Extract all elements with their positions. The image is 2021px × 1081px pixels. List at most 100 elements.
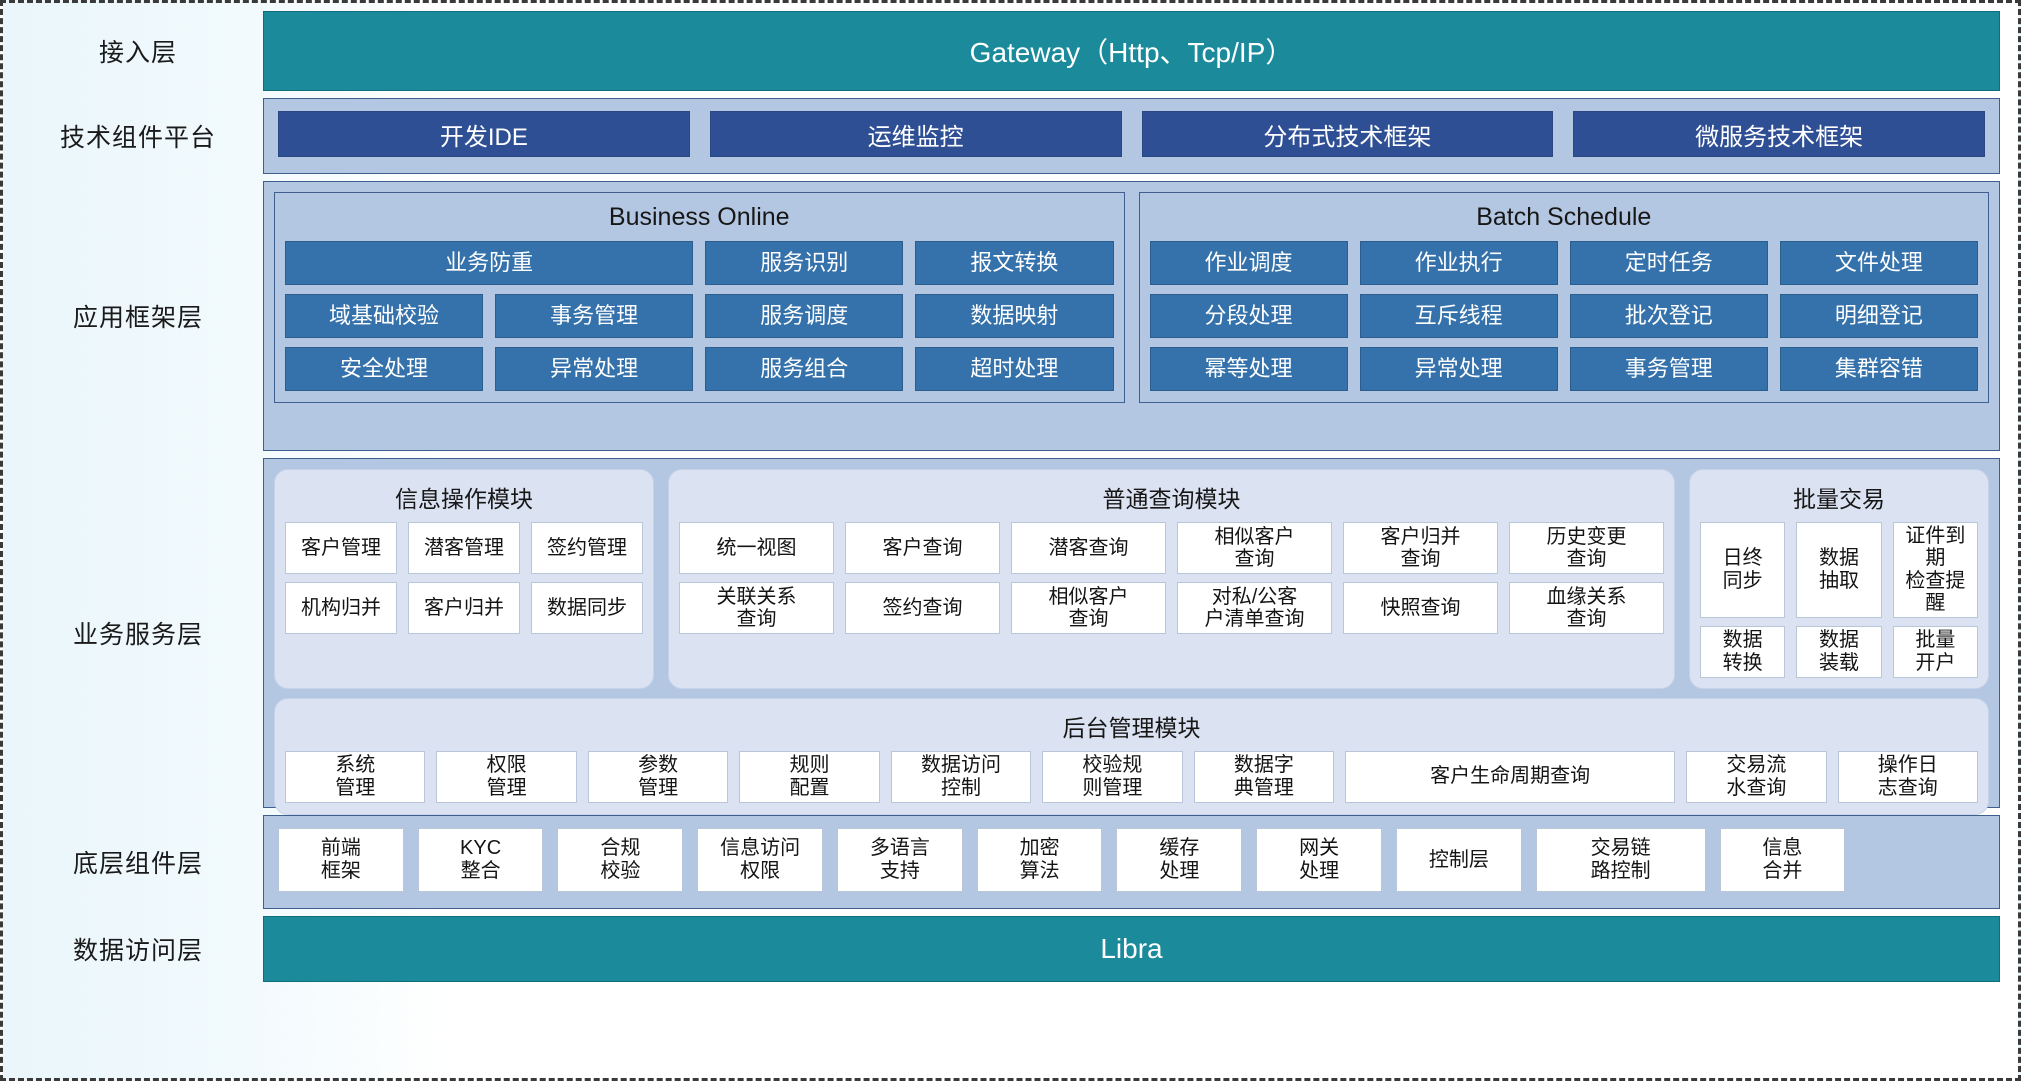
cell-similar-customer-query[interactable]: 相似客户查询 xyxy=(1177,522,1332,574)
cell-rule-configuration[interactable]: 规则配置 xyxy=(739,750,880,803)
cell-business-dedup[interactable]: 业务防重 xyxy=(285,241,694,285)
cell-data-extract[interactable]: 数据抽取 xyxy=(1796,522,1882,618)
cell-contract-management[interactable]: 签约管理 xyxy=(531,522,643,574)
cell-data-mapping[interactable]: 数据映射 xyxy=(915,294,1114,338)
cell-detail-register[interactable]: 明细登记 xyxy=(1779,294,1978,338)
batch-schedule-grid: 作业调度 作业执行 定时任务 文件处理 分段处理 互斥线程 批次登记 明细登记 … xyxy=(1149,241,1978,391)
cell-private-public-customer-list-query[interactable]: 对私/公客户清单查询 xyxy=(1177,582,1332,634)
cell-mutex-thread[interactable]: 互斥线程 xyxy=(1359,294,1558,338)
group-business-online: Business Online 业务防重 服务识别 报文转换 域基础校验 事务管… xyxy=(274,192,1125,403)
cell-compliance-validation[interactable]: 合规校验 xyxy=(557,828,684,892)
cell-cache-processing[interactable]: 缓存处理 xyxy=(1116,828,1243,892)
cell-timed-task[interactable]: 定时任务 xyxy=(1569,241,1768,285)
cell-prospect-query[interactable]: 潜客查询 xyxy=(1011,522,1166,574)
layer-label-tech-platform: 技术组件平台 xyxy=(59,124,216,152)
cell-unified-view[interactable]: 统一视图 xyxy=(679,522,834,574)
tech-tile-distributed-framework[interactable]: 分布式技术框架 xyxy=(1141,111,1554,157)
cell-validation-rule-management[interactable]: 校验规则管理 xyxy=(1042,750,1183,803)
cell-operation-log-query[interactable]: 操作日志查询 xyxy=(1837,750,1978,803)
tech-platform-panel: 开发IDE 运维监控 分布式技术框架 微服务技术框架 xyxy=(263,98,2000,174)
cell-data-dictionary-management[interactable]: 数据字典管理 xyxy=(1193,750,1335,803)
cell-lineage-relation-query[interactable]: 血缘关系查询 xyxy=(1509,582,1664,634)
cell-gateway-processing[interactable]: 网关处理 xyxy=(1256,828,1382,892)
cell-service-identify[interactable]: 服务识别 xyxy=(705,241,904,285)
cell-cluster-fault-tolerance[interactable]: 集群容错 xyxy=(1779,347,1978,391)
cell-frontend-framework[interactable]: 前端框架 xyxy=(278,828,404,892)
module-info-operations: 信息操作模块 客户管理 潜客管理 签约管理 机构归并 客户归并 数据同步 xyxy=(274,469,654,689)
module-title-batch-transaction: 批量交易 xyxy=(1793,486,1885,512)
cell-exception-process[interactable]: 异常处理 xyxy=(495,347,694,391)
cell-info-merge[interactable]: 信息合并 xyxy=(1719,828,1846,892)
cell-org-merge[interactable]: 机构归并 xyxy=(285,582,397,634)
cell-service-dispatch[interactable]: 服务调度 xyxy=(705,294,904,338)
cell-info-access-permission[interactable]: 信息访问权限 xyxy=(697,828,823,892)
cell-timeout-process[interactable]: 超时处理 xyxy=(915,347,1114,391)
libra-bar: Libra xyxy=(263,916,2000,982)
batch-transaction-grid: 日终同步 数据抽取 证件到期检查提醒 数据转换 数据装载 批量开户 xyxy=(1700,522,1978,678)
gateway-bar: Gateway（Http、Tcp/IP） xyxy=(263,11,2000,91)
cell-transaction-flow-query[interactable]: 交易流水查询 xyxy=(1686,750,1827,803)
cell-service-composition[interactable]: 服务组合 xyxy=(705,347,904,391)
cell-message-transform[interactable]: 报文转换 xyxy=(915,241,1114,285)
module-title-backend-management: 后台管理模块 xyxy=(1062,714,1201,741)
module-title-common-query: 普通查询模块 xyxy=(1102,486,1241,512)
cell-data-transform[interactable]: 数据转换 xyxy=(1700,625,1786,678)
layer-row-access: 接入层 Gateway（Http、Tcp/IP） xyxy=(13,11,2000,91)
cell-customer-query[interactable]: 客户查询 xyxy=(845,522,1000,574)
layer-row-data-access: 数据访问层 Libra xyxy=(13,916,2000,982)
cell-history-change-query[interactable]: 历史变更查询 xyxy=(1509,522,1664,574)
cell-transaction-management[interactable]: 事务管理 xyxy=(495,294,694,338)
cell-data-access-control[interactable]: 数据访问控制 xyxy=(890,750,1032,803)
cell-domain-basic-validate[interactable]: 域基础校验 xyxy=(285,294,484,338)
cell-file-process[interactable]: 文件处理 xyxy=(1779,241,1978,285)
app-framework-panel: Business Online 业务防重 服务识别 报文转换 域基础校验 事务管… xyxy=(263,181,2000,451)
layer-label-component: 底层组件层 xyxy=(72,850,203,878)
layer-label-data-access: 数据访问层 xyxy=(72,937,203,965)
cell-similar-customer-query-2[interactable]: 相似客户查询 xyxy=(1011,582,1166,634)
layer-label-app-framework: 应用框架层 xyxy=(72,304,203,332)
cell-permission-management[interactable]: 权限管理 xyxy=(436,750,577,803)
cell-customer-merge[interactable]: 客户归并 xyxy=(408,582,520,634)
module-backend-management: 后台管理模块 系统管理 权限管理 参数管理 规则配置 数据访问控制 校验规则管理… xyxy=(274,697,1989,815)
cell-segment-process[interactable]: 分段处理 xyxy=(1149,294,1348,338)
cell-customer-lifecycle-query[interactable]: 客户生命周期查询 xyxy=(1345,750,1676,803)
cell-data-load[interactable]: 数据装载 xyxy=(1796,625,1882,678)
cell-job-execute[interactable]: 作业执行 xyxy=(1359,241,1558,285)
cell-customer-management[interactable]: 客户管理 xyxy=(285,522,397,574)
tech-tile-ide[interactable]: 开发IDE xyxy=(278,111,690,157)
cell-transaction-chain-control[interactable]: 交易链路控制 xyxy=(1535,828,1706,892)
cell-job-schedule[interactable]: 作业调度 xyxy=(1149,241,1348,285)
info-operations-grid: 客户管理 潜客管理 签约管理 机构归并 客户归并 数据同步 xyxy=(285,522,643,634)
module-batch-transaction: 批量交易 日终同步 数据抽取 证件到期检查提醒 数据转换 数据装载 批量开户 xyxy=(1689,469,1989,689)
module-common-query: 普通查询模块 统一视图 客户查询 潜客查询 相似客户查询 客户归并查询 历史变更… xyxy=(668,469,1675,689)
cell-eod-sync[interactable]: 日终同步 xyxy=(1700,522,1786,618)
cell-data-sync[interactable]: 数据同步 xyxy=(531,582,643,634)
cell-encryption-algorithm[interactable]: 加密算法 xyxy=(976,828,1103,892)
cell-batch-exception-process[interactable]: 异常处理 xyxy=(1359,347,1558,391)
cell-multilanguage-support[interactable]: 多语言支持 xyxy=(836,828,963,892)
module-title-info-operations: 信息操作模块 xyxy=(395,486,533,512)
cell-contract-query[interactable]: 签约查询 xyxy=(845,582,1000,634)
cell-control-layer[interactable]: 控制层 xyxy=(1395,828,1522,892)
cell-security-process[interactable]: 安全处理 xyxy=(285,347,484,391)
cell-customer-merge-query[interactable]: 客户归并查询 xyxy=(1343,522,1498,574)
tech-tile-ops-monitor[interactable]: 运维监控 xyxy=(709,111,1122,157)
cell-parameter-management[interactable]: 参数管理 xyxy=(587,750,729,803)
group-title-business-online: Business Online xyxy=(608,203,790,231)
cell-idempotent-process[interactable]: 幂等处理 xyxy=(1149,347,1348,391)
business-online-grid: 业务防重 服务识别 报文转换 域基础校验 事务管理 服务调度 数据映射 安全处理… xyxy=(285,241,1114,391)
cell-snapshot-query[interactable]: 快照查询 xyxy=(1343,582,1498,634)
cell-prospect-management[interactable]: 潜客管理 xyxy=(408,522,520,574)
cell-batch-account-open[interactable]: 批量开户 xyxy=(1892,625,1978,678)
cell-batch-register[interactable]: 批次登记 xyxy=(1569,294,1768,338)
cell-system-management[interactable]: 系统管理 xyxy=(285,750,426,803)
cell-certificate-expiry-reminder[interactable]: 证件到期检查提醒 xyxy=(1892,522,1978,618)
common-query-grid: 统一视图 客户查询 潜客查询 相似客户查询 客户归并查询 历史变更查询 关联关系… xyxy=(679,522,1664,634)
cell-relation-query[interactable]: 关联关系查询 xyxy=(679,582,834,634)
business-service-panel: 信息操作模块 客户管理 潜客管理 签约管理 机构归并 客户归并 数据同步 xyxy=(263,458,2000,815)
cell-batch-transaction-management[interactable]: 事务管理 xyxy=(1569,347,1768,391)
tech-tile-microservice-framework[interactable]: 微服务技术框架 xyxy=(1573,111,1985,157)
